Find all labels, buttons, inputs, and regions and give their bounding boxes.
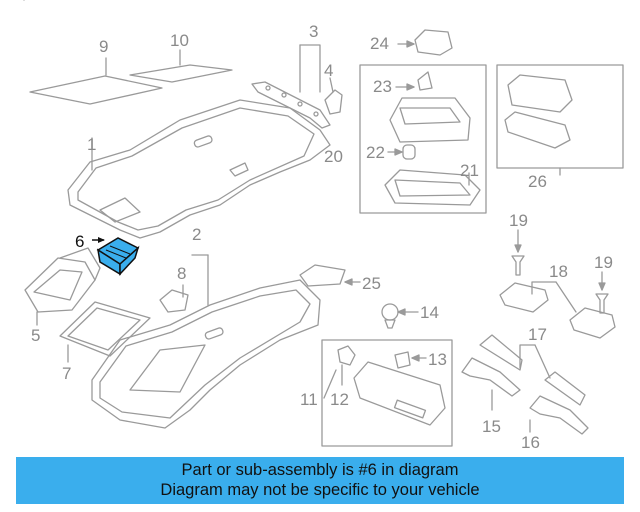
callout-21: 21 <box>460 161 479 180</box>
callout-15: 15 <box>482 417 501 436</box>
console-20-shape <box>389 97 471 143</box>
info-banner: Part or sub-assembly is #6 in diagram Di… <box>16 457 624 504</box>
callout-4: 4 <box>324 61 333 80</box>
callout-24: 24 <box>370 34 389 53</box>
banner-line-2: Diagram may not be specific to your vehi… <box>160 481 480 499</box>
callout-8: 8 <box>177 264 186 283</box>
part-6-highlighted-shape[interactable] <box>92 237 140 276</box>
callout-20: 20 <box>324 147 343 166</box>
callout-11: 11 <box>300 390 318 409</box>
callout-14: 14 <box>420 303 439 322</box>
callout-2: 2 <box>192 225 201 244</box>
callout-6: 6 <box>75 232 84 251</box>
callout-12: 12 <box>330 390 349 409</box>
callout-18: 18 <box>549 262 568 281</box>
callout-16: 16 <box>521 433 540 452</box>
callout-9: 9 <box>99 37 108 56</box>
headliner-2-shape <box>91 279 321 429</box>
parts-diagram: 9 10 3 4 24 23 22 20 21 26 1 2 6 8 5 7 2… <box>23 0 624 452</box>
callout-26: 26 <box>528 172 547 191</box>
callout-23: 23 <box>373 77 392 96</box>
part-3-shape <box>251 81 331 129</box>
part-5-shape <box>24 247 101 313</box>
callout-1: 1 <box>87 135 96 154</box>
callout-19-upper: 19 <box>509 211 528 230</box>
panel-10-shape <box>129 64 233 83</box>
panel-9-shape <box>29 75 163 105</box>
callout-17: 17 <box>528 325 547 344</box>
callout-7: 7 <box>62 364 71 383</box>
callout-5: 5 <box>31 326 40 345</box>
callout-10: 10 <box>170 31 189 50</box>
part-7-shape <box>59 301 151 357</box>
callout-19-lower: 19 <box>594 253 613 272</box>
headliner-1-shape <box>67 99 331 239</box>
callout-22: 22 <box>366 143 385 162</box>
callout-13: 13 <box>428 350 447 369</box>
banner-line-1: Part or sub-assembly is #6 in diagram <box>181 461 459 479</box>
callout-25: 25 <box>362 274 381 293</box>
callout-3: 3 <box>309 22 318 41</box>
